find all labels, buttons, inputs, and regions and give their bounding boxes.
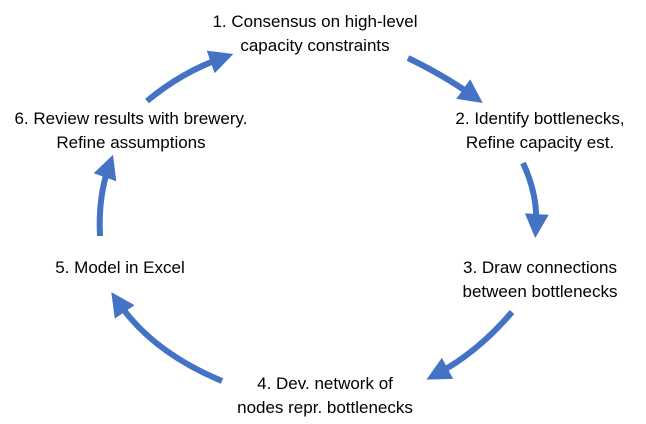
step-4-label: 4. Dev. network of nodes repr. bottlenec… [185, 372, 465, 420]
step-2-label: 2. Identify bottlenecks, Refine capacity… [430, 107, 646, 155]
step-5-line-1: 5. Model in Excel [55, 258, 185, 277]
step-3-line-2: between bottlenecks [462, 282, 618, 301]
step-1-line-2: capacity constraints [240, 36, 390, 55]
step-4-line-2: nodes repr. bottlenecks [237, 398, 413, 417]
step-3-label: 3. Draw connections between bottlenecks [425, 256, 646, 304]
step-1-line-1: 1. Consensus on high-level [212, 12, 418, 31]
arrow-step4-to-step5 [111, 292, 224, 384]
step-6-label: 6. Review results with brewery. Refine a… [0, 107, 262, 155]
arrow-step1-to-step2 [406, 55, 483, 103]
step-6-line-2: Refine assumptions [56, 133, 206, 152]
arrow-step2-to-step3 [520, 161, 549, 238]
step-5-label: 5. Model in Excel [20, 256, 220, 280]
arrow-step5-to-step6 [93, 154, 117, 237]
arrow-step3-to-step4 [426, 310, 515, 380]
step-3-line-1: 3. Draw connections [462, 258, 618, 277]
step-2-line-1: 2. Identify bottlenecks, [455, 109, 625, 128]
arrow-step6-to-step1 [145, 50, 234, 104]
step-2-line-2: Refine capacity est. [465, 133, 615, 152]
step-6-line-1: 6. Review results with brewery. [14, 109, 248, 128]
step-1-label: 1. Consensus on high-level capacity cons… [165, 10, 465, 58]
step-4-line-1: 4. Dev. network of [257, 374, 393, 393]
